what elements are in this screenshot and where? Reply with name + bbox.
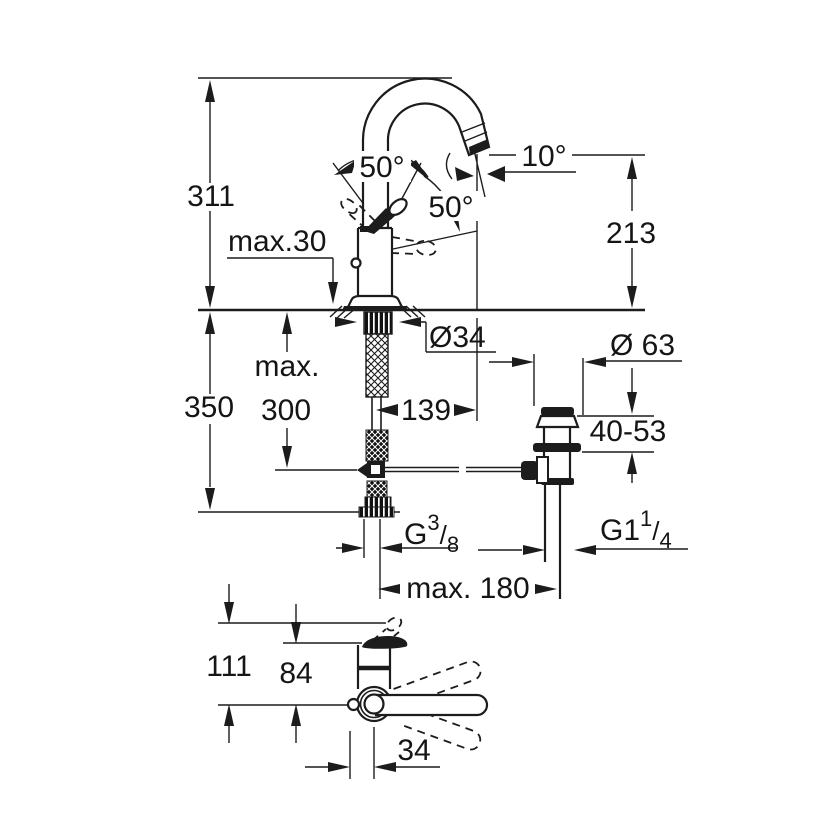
hose-braid-lower [366,480,388,498]
hose-connector [364,496,392,508]
rod-knob [521,461,538,480]
waste-plug-cap [541,407,574,416]
dim-spout-height: 213 [606,217,656,250]
side-view-dimension-lines [198,77,688,599]
dim-total-height: 311 [187,180,235,213]
popup-rod [385,466,521,473]
front-spout-bar [362,636,408,649]
handle-lever [364,208,395,234]
dim-front-total-height: 111 [206,650,252,683]
dim-waste-flange-diameter: Ø 63 [610,329,675,362]
front-view-faucet [218,584,489,779]
waste-tailpipe [543,485,562,599]
aerator-tip [469,139,489,155]
dim-handle-swing-angle: 50° [359,151,404,184]
mounting-nut [363,311,393,335]
front-handle-lever [374,693,489,717]
side-view-faucet [198,77,645,599]
dim-spout-projection: 139 [401,394,451,427]
faucet-body [356,226,394,296]
dim-spout-angle: 10° [521,140,566,173]
dim-handle-pivot-offset: 34 [397,734,430,767]
waste-flange [533,443,581,452]
dim-waste-thread: G11/4 [600,506,672,553]
handle-dashed-right [415,239,437,257]
threaded-shank [365,333,389,398]
dim-rod-max-reach: max. 180 [406,572,529,605]
dim-supply-thread: G3/8 [404,510,459,557]
hose-braid-upper [365,429,389,462]
popup-waste [521,407,581,599]
dim-supply-max-label: max. [254,350,319,383]
dim-handle-swivel-angle: 50° [428,191,473,224]
body-pin [350,257,362,269]
front-handle-dashed-up [385,616,403,632]
dim-deck-thickness-max: max.30 [228,225,326,258]
dim-supply-max-value: 300 [261,394,311,427]
handle-dashed-left [340,197,358,215]
spout-gooseneck [361,77,491,228]
escutcheon [345,294,405,311]
front-side-ball [346,697,361,712]
dim-hole-diameter: Ø34 [429,321,486,354]
dim-front-body-height: 84 [279,657,312,690]
dim-below-deck-depth: 350 [184,391,234,424]
front-pivot-hub [363,693,385,715]
dim-deck-mounting-range: 40-53 [590,415,667,448]
dimension-labels: 311 max.30 50° 50° 10° 213 350 max. 300 … [184,140,675,767]
